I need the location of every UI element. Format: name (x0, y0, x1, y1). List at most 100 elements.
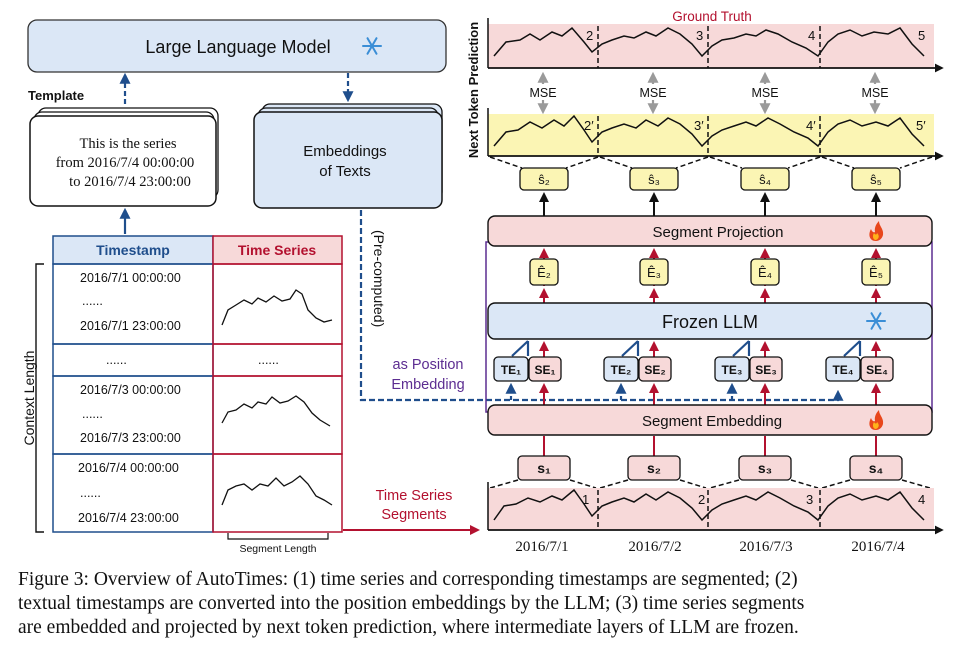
mse-label-1: MSE (529, 86, 556, 100)
next-token-prediction-label: Next Token Prediction (466, 22, 481, 158)
ehat-box-4 (750, 258, 780, 286)
shat-2: ŝ₂ (538, 172, 550, 187)
col-timestamp: Timestamp (96, 242, 170, 258)
ground-truth-label: Ground Truth (672, 9, 752, 24)
segment-embedding-box: Segment Embedding (487, 404, 933, 436)
segment-projection-box: Segment Projection (487, 215, 933, 247)
precomputed-dashed-path (359, 210, 844, 402)
s-1: s₁ (537, 460, 551, 476)
te-2: TE₂ (611, 363, 632, 377)
row3-end: 2016/7/3 23:00:00 (80, 431, 181, 445)
ground-truth-plot (487, 18, 944, 73)
gt-number-4: 4 (808, 28, 815, 43)
te-box-4 (825, 356, 861, 382)
row4-dots: ...... (80, 486, 101, 500)
input-number-4: 4 (918, 492, 925, 507)
s-3: s₃ (758, 460, 772, 476)
shat-box-5 (851, 167, 901, 191)
s-2: s₂ (647, 460, 661, 476)
ehat-5: Ê₅ (869, 265, 883, 280)
autotimes-diagram: Large Language Model Template This is th… (21, 9, 944, 555)
template-stack: This is the series from 2016/7/4 00:00:0… (29, 107, 219, 207)
row4-series-curve (221, 475, 333, 506)
date-4: 2016/7/4 (851, 539, 905, 555)
segments-label-line-2: Segments (381, 507, 446, 523)
gt-number-5: 5 (918, 28, 925, 43)
segment-embedding-label: Segment Embedding (642, 413, 782, 430)
se-2: SE₂ (644, 363, 665, 377)
pred-number-3: 3′ (694, 118, 704, 133)
mse-label-3: MSE (751, 86, 778, 100)
te-4: TE₄ (832, 363, 853, 377)
shat-box-3 (629, 167, 679, 191)
col-time-series: Time Series (238, 242, 317, 258)
se-4: SE₄ (866, 363, 888, 377)
shat-box-2 (519, 167, 569, 191)
se-box-4 (860, 356, 894, 382)
segment-length-label: Segment Length (239, 543, 316, 555)
row2-series-dots: ...... (258, 353, 279, 367)
te-box-2 (603, 356, 639, 382)
prediction-plot (487, 108, 944, 161)
row3-dots: ...... (82, 407, 103, 421)
te-3: TE₃ (722, 363, 743, 377)
ehat-box-3 (639, 258, 669, 286)
snowflake-icon (362, 37, 382, 55)
snowflake-icon (866, 312, 886, 330)
segment-length-bracket (227, 533, 329, 540)
row4-end: 2016/7/4 23:00:00 (78, 511, 179, 525)
date-1: 2016/7/1 (515, 539, 568, 555)
template-line-1: This is the series (79, 136, 176, 152)
input-number-1: 1 (582, 492, 589, 507)
embeddings-line-1: Embeddings (303, 143, 386, 160)
pred-number-5: 5′ (916, 118, 926, 133)
template-label: Template (28, 88, 84, 103)
shat-box-4 (740, 167, 790, 191)
te-box-3 (714, 356, 750, 382)
gt-number-3: 3 (696, 28, 703, 43)
row1-dots: ...... (82, 294, 103, 308)
row1-start: 2016/7/1 00:00:00 (80, 271, 181, 285)
segments-label-line-1: Time Series (376, 488, 453, 504)
s-box-2 (627, 455, 681, 481)
ehat-2: Ê₂ (537, 265, 551, 280)
shat-5: ŝ₅ (870, 172, 882, 187)
input-series-plot (487, 482, 944, 535)
row4-start: 2016/7/4 00:00:00 (78, 461, 179, 475)
llm-title: Large Language Model (145, 37, 330, 57)
shat-4: ŝ₄ (759, 172, 771, 187)
frozen-llm-label: Frozen LLM (662, 312, 758, 332)
shat-3: ŝ₃ (648, 172, 660, 187)
mse-label-2: MSE (639, 86, 666, 100)
template-line-3: to 2016/7/4 23:00:00 (69, 174, 191, 190)
se-box-2 (638, 356, 672, 382)
flame-icon (869, 410, 884, 430)
position-label-line-2: Embedding (391, 377, 464, 393)
template-line-2: from 2016/7/4 00:00:00 (56, 155, 195, 171)
input-number-2: 2 (698, 492, 705, 507)
figure-caption: Figure 3: Overview of AutoTimes: (1) tim… (18, 568, 946, 640)
context-length-bracket (35, 263, 44, 533)
row3-series-curve (221, 395, 331, 427)
row2-dots: ...... (106, 353, 127, 367)
embeddings-stack: Embeddings of Texts (253, 103, 443, 209)
caption-line-3: are embedded and projected by next token… (18, 617, 799, 638)
s-4: s₄ (869, 460, 883, 476)
timestamp-series-table: Timestamp Time Series 2016/7/1 00:00:00 … (52, 235, 343, 533)
input-number-3: 3 (806, 492, 813, 507)
row3-start: 2016/7/3 00:00:00 (80, 383, 181, 397)
s-box-1 (517, 455, 571, 481)
row1-series-curve (221, 289, 333, 326)
se-1: SE₁ (535, 363, 556, 377)
embeddings-line-2: of Texts (319, 163, 370, 180)
ehat-4: Ê₄ (758, 265, 772, 280)
ehat-3: Ê₃ (647, 265, 661, 280)
pred-number-4: 4′ (806, 118, 816, 133)
ehat-box-5 (861, 258, 891, 286)
se-box-1 (528, 356, 562, 382)
ehat-box-2 (529, 258, 559, 286)
caption-line-1: Figure 3: Overview of AutoTimes: (1) tim… (18, 569, 798, 590)
se-3: SE₃ (755, 363, 777, 377)
context-length-label: Context Length (21, 351, 37, 446)
frozen-llm-box: Frozen LLM (487, 302, 933, 340)
